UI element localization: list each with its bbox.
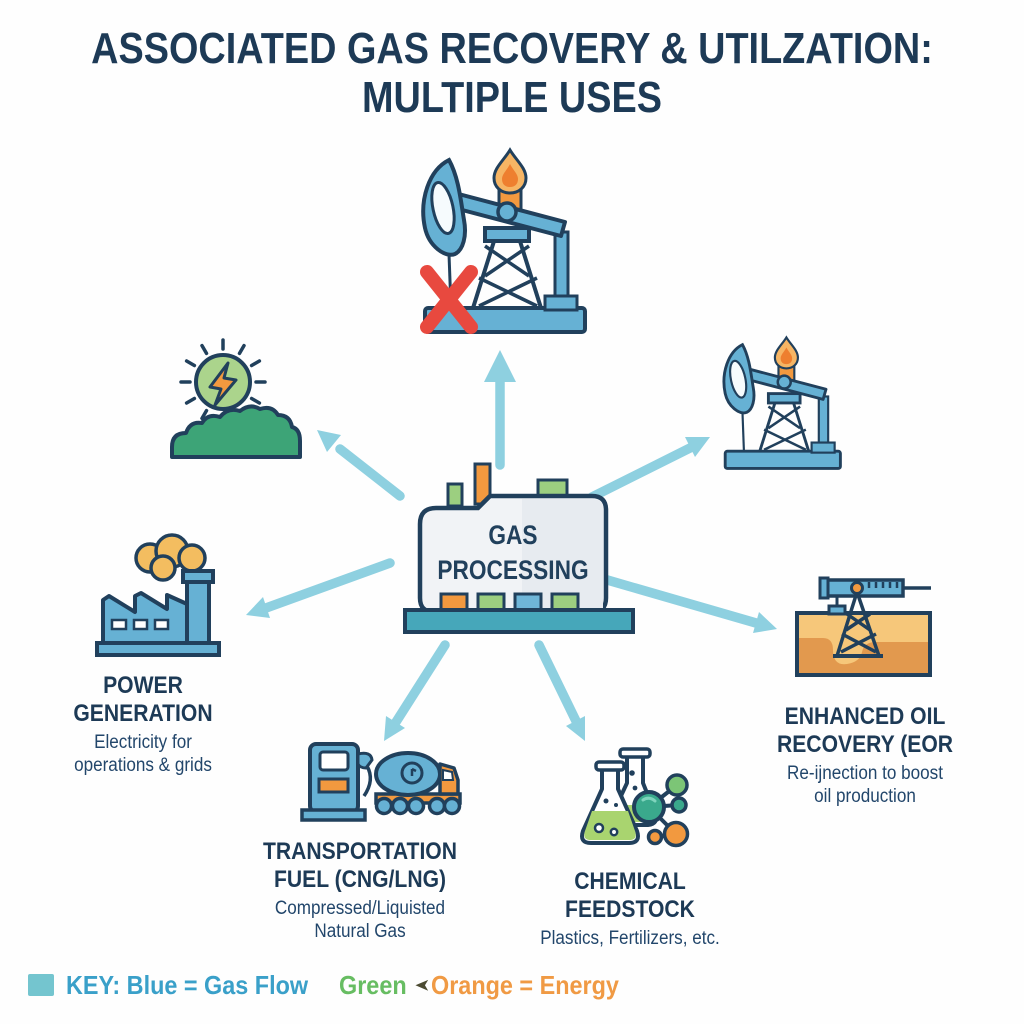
chemical-feedstock-heading: CHEMICAL FEEDSTOCK bbox=[565, 868, 695, 923]
factory-windows bbox=[110, 618, 170, 631]
processing-unit-shade bbox=[522, 499, 603, 609]
enhanced-oil-recovery-subtext: Re-ijnection to boost oil production bbox=[787, 763, 943, 807]
transportation-fuel-node: TRANSPORTATION FUEL (CNG/LNG) Compressed… bbox=[245, 838, 475, 944]
chimney-cap bbox=[181, 569, 215, 584]
fuel-pump-icon bbox=[300, 742, 374, 822]
enhanced-oil-recovery-heading: ENHANCED OIL RECOVERY (EOR bbox=[776, 703, 954, 758]
arrow-up-to-flaring bbox=[484, 350, 516, 470]
plant-base-bar bbox=[403, 608, 635, 634]
injector-icon bbox=[818, 576, 931, 616]
gas-processing-label: GAS PROCESSING bbox=[437, 520, 589, 586]
key-energy-label: Orange = Energy bbox=[430, 969, 619, 1000]
power-generation-node: POWER GENERATION Electricity for operati… bbox=[23, 672, 263, 778]
color-key-legend: KEY: Blue = Gas Flow Green ➤ Orange = En… bbox=[28, 969, 640, 1001]
smoke-icon bbox=[134, 533, 207, 582]
arrow-to-producing-well bbox=[587, 437, 710, 502]
gas-flow-arrows bbox=[246, 350, 777, 741]
key-gas-flow-label: KEY: Blue = Gas Flow bbox=[66, 969, 309, 1000]
page-title: ASSOCIATED GAS RECOVERY & UTILZATION: MU… bbox=[91, 24, 933, 123]
renewable-energy-icon bbox=[170, 338, 302, 459]
power-generation-heading: POWER GENERATION bbox=[73, 672, 213, 727]
erlenmeyer-flask-icon bbox=[580, 760, 640, 845]
arrow-to-chemical bbox=[534, 640, 585, 741]
arrow-to-renewables bbox=[317, 430, 405, 501]
key-arrow-icon: ➤ bbox=[415, 977, 430, 994]
tanker-truck-icon bbox=[374, 751, 462, 816]
lightning-bolt-icon bbox=[208, 361, 238, 407]
arrow-to-transportation bbox=[384, 640, 450, 741]
producing-pumpjack-icon bbox=[722, 336, 842, 470]
chemical-feedstock-node: CHEMICAL FEEDSTOCK Plastics, Fertilizers… bbox=[515, 868, 745, 951]
eor-injection-icon bbox=[795, 576, 932, 677]
key-green-label: Green bbox=[338, 969, 407, 1000]
factory-base bbox=[95, 641, 221, 657]
chemical-feedstock-subtext: Plastics, Fertilizers, etc. bbox=[540, 928, 720, 950]
flaring-pumpjack-icon bbox=[420, 148, 587, 334]
factory-building bbox=[101, 591, 189, 645]
red-x-icon bbox=[420, 265, 478, 334]
transportation-icon bbox=[300, 742, 462, 822]
enhanced-oil-recovery-node: ENHANCED OIL RECOVERY (EOR Re-ijnection … bbox=[750, 703, 980, 809]
gas-processing-plant-icon bbox=[403, 462, 635, 634]
molecule-icon bbox=[632, 773, 690, 848]
transportation-fuel-subtext: Compressed/Liquisted Natural Gas bbox=[274, 898, 446, 942]
arrow-to-power-generation bbox=[246, 558, 395, 618]
factory-icon bbox=[95, 533, 221, 657]
key-swatch-icon bbox=[28, 974, 54, 996]
power-generation-subtext: Electricity for operations & grids bbox=[74, 732, 212, 776]
chemical-feedstock-icon bbox=[580, 747, 690, 848]
bushes-icon bbox=[170, 404, 302, 459]
derrick-tower bbox=[833, 591, 883, 658]
transportation-fuel-heading: TRANSPORTATION FUEL (CNG/LNG) bbox=[263, 838, 457, 893]
arrow-to-eor bbox=[592, 572, 777, 633]
